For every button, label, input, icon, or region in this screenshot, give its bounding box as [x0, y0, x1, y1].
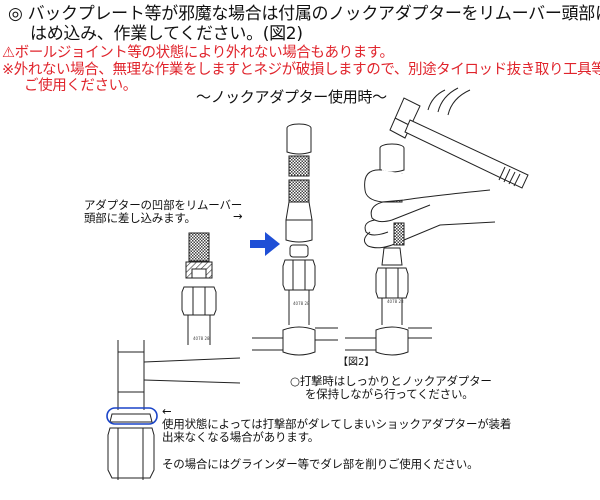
hold-note-line-1: ○打撃時はしっかりとノックアダプター — [290, 374, 492, 388]
double-circle-bullet-icon: ◎ — [8, 4, 23, 24]
warning-line-1: ⚠ボールジョイント等の状態により外れない場合もあります。 — [2, 45, 394, 61]
instruction-line-1: ◎ バックプレート等が邪魔な場合は付属のノックアダプターをリムーバー頭部に — [8, 4, 600, 24]
warning-text-1: ボールジョイント等の状態により外れない場合もあります。 — [14, 45, 394, 61]
instruction-text-2: はめ込み、作業してください。(図2) — [30, 24, 303, 44]
remover-with-adapter-icon — [252, 123, 338, 356]
insert-note-line-1: アダプターの凹部をリムーバー — [84, 198, 243, 212]
instruction-text-1: バックプレート等が邪魔な場合は付属のノックアダプターをリムーバー頭部に — [27, 4, 600, 24]
deformed-head-detail-icon — [107, 340, 241, 480]
hold-note-line-2: を保持しながら行ってください。 — [305, 387, 474, 401]
warning-text-2: 外れない場合、無理な作業をしますとネジが破損しますので、別途タイロッド抜き取り工… — [13, 62, 600, 78]
tool-marking-2: 4078 28 — [293, 301, 310, 306]
deformation-highlight-ring — [106, 407, 158, 425]
warning-triangle-icon: ⚠ — [2, 45, 15, 61]
tool-marking-3: 4078 28 — [387, 299, 404, 304]
tool-marking-1: 4078 28 — [193, 336, 210, 341]
damage-note-line-2: 出来なくなる場合があります。 — [162, 430, 320, 444]
grind-note: その場合にはグラインダー等でダレ部を削りご使用ください。 — [162, 457, 479, 471]
small-arrow-left-icon: ← — [162, 404, 172, 418]
small-arrow-right-icon: → — [233, 209, 243, 223]
figure-subtitle: ～ノックアダプター使用時～ — [196, 88, 387, 106]
reference-mark-icon: ※ — [2, 62, 14, 78]
warning-line-2: ※外れない場合、無理な作業をしますとネジが破損しますので、別途タイロッド抜き取り… — [2, 62, 600, 78]
blue-arrow-right-icon — [250, 232, 280, 256]
hand-hammer-strike-icon — [345, 87, 529, 356]
damage-note-line-1: 使用状態によっては打撃部がダレてしまいショックアダプターが装着 — [162, 417, 512, 431]
insert-note-line-2: 頭部に差し込みます。 — [84, 211, 196, 225]
adapter-detail-icon — [181, 232, 217, 345]
figure-label: 【図2】 — [338, 357, 375, 368]
warning-text-3: ご使用ください。 — [24, 78, 137, 94]
